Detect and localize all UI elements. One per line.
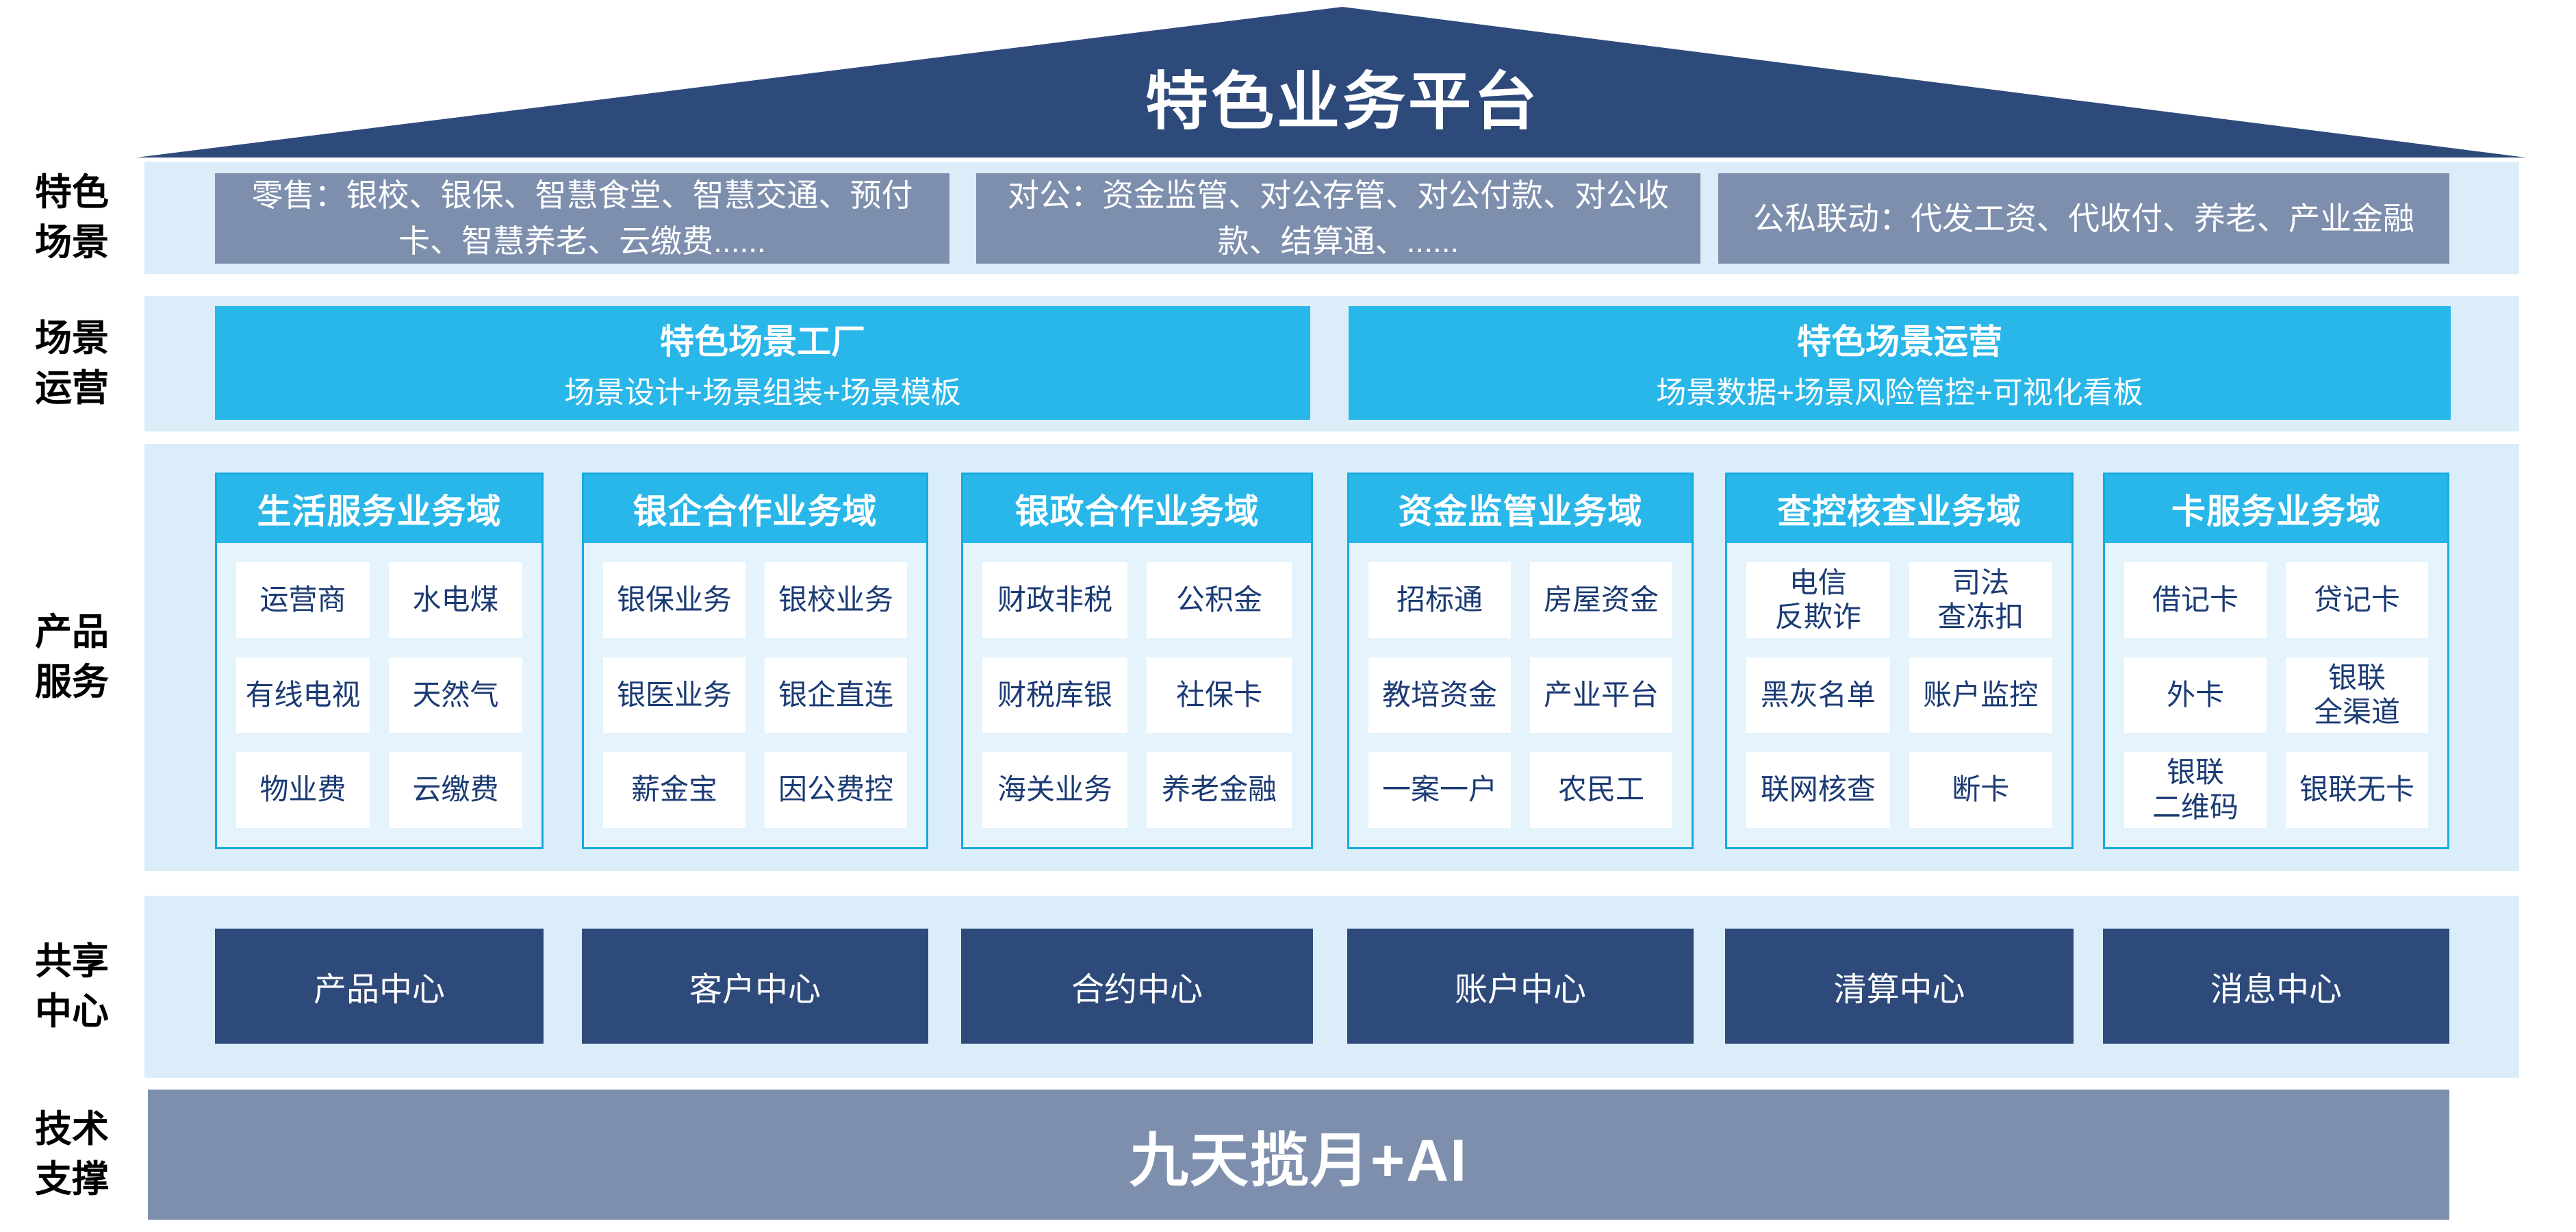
- row-label-products: 产品 服务: [35, 612, 109, 703]
- row-label-operation: 场景 运营: [35, 318, 109, 409]
- product-column-bank-government: 银政合作业务域 财政非税 公积金 财税库银 社保卡 海关业务 养老金融: [961, 473, 1313, 849]
- product-column-body: 运营商 水电煤 有线电视 天然气 物业费 云缴费: [217, 543, 541, 847]
- scene-factory-box: 特色场景工厂 场景设计+场景组装+场景模板: [215, 306, 1310, 420]
- product-item: 财政非税: [982, 562, 1127, 638]
- product-item: 海关业务: [982, 752, 1127, 828]
- product-item: 教培资金: [1368, 657, 1511, 733]
- row-label-scenes: 特色 场景: [35, 172, 109, 263]
- product-column-bank-enterprise: 银企合作业务域 银保业务 银校业务 银医业务 银企直连 薪金宝 因公费控: [582, 473, 928, 849]
- product-column-card-services: 卡服务业务域 借记卡 贷记卡 外卡 银联 全渠道 银联 二维码 银联无卡: [2103, 473, 2449, 849]
- scene-factory-subtitle: 场景设计+场景组装+场景模板: [564, 376, 961, 410]
- product-item: 银联 全渠道: [2286, 657, 2428, 733]
- scene-operation-subtitle: 场景数据+场景风险管控+可视化看板: [1656, 376, 2143, 410]
- product-item: 账户监控: [1909, 657, 2052, 733]
- product-item: 云缴费: [389, 752, 522, 828]
- product-item: 贷记卡: [2286, 562, 2428, 638]
- center-box-account: 账户中心: [1347, 929, 1694, 1044]
- product-item: 银保业务: [603, 562, 745, 638]
- scene-box-retail: 零售：银校、银保、智慧食堂、智慧交通、预付卡、智慧养老、云缴费......: [215, 173, 949, 264]
- product-column-body: 借记卡 贷记卡 外卡 银联 全渠道 银联 二维码 银联无卡: [2105, 543, 2447, 847]
- product-column-body: 银保业务 银校业务 银医业务 银企直连 薪金宝 因公费控: [584, 543, 926, 847]
- product-column-header: 卡服务业务域: [2105, 475, 2447, 543]
- product-item: 农民工: [1530, 752, 1672, 828]
- product-item: 天然气: [389, 657, 522, 733]
- product-column-header: 资金监管业务域: [1349, 475, 1692, 543]
- center-box-contract: 合约中心: [961, 929, 1313, 1044]
- row-label-tech: 技术 支撑: [35, 1109, 109, 1200]
- product-item: 银联 二维码: [2124, 752, 2267, 828]
- product-item: 运营商: [236, 562, 370, 638]
- product-item: 联网核查: [1746, 752, 1890, 828]
- platform-title: 特色业务平台: [1145, 66, 1540, 137]
- scene-operation-box: 特色场景运营 场景数据+场景风险管控+可视化看板: [1349, 306, 2451, 420]
- product-item: 司法 查冻扣: [1909, 562, 2052, 638]
- product-column-body: 电信 反欺诈 司法 查冻扣 黑灰名单 账户监控 联网核查 断卡: [1727, 543, 2071, 847]
- product-item: 黑灰名单: [1746, 657, 1890, 733]
- center-box-clearing: 清算中心: [1725, 929, 2074, 1044]
- product-item: 招标通: [1368, 562, 1511, 638]
- product-item: 银校业务: [765, 562, 907, 638]
- product-item: 社保卡: [1147, 657, 1292, 733]
- product-column-body: 招标通 房屋资金 教培资金 产业平台 一案一户 农民工: [1349, 543, 1692, 847]
- scene-box-linkage: 公私联动：代发工资、代收付、养老、产业金融: [1718, 173, 2449, 264]
- product-item: 银医业务: [603, 657, 745, 733]
- product-item: 银联无卡: [2286, 752, 2428, 828]
- center-box-product: 产品中心: [215, 929, 544, 1044]
- product-item: 水电煤: [389, 562, 522, 638]
- row-label-sharing: 共享 中心: [35, 941, 109, 1032]
- product-column-body: 财政非税 公积金 财税库银 社保卡 海关业务 养老金融: [963, 543, 1311, 847]
- product-item: 薪金宝: [603, 752, 745, 828]
- product-item: 财税库银: [982, 657, 1127, 733]
- scene-factory-title: 特色场景工厂: [660, 323, 865, 361]
- product-column-header: 银企合作业务域: [584, 475, 926, 543]
- product-item: 物业费: [236, 752, 370, 828]
- center-box-message: 消息中心: [2103, 929, 2449, 1044]
- product-item: 养老金融: [1147, 752, 1292, 828]
- product-item: 断卡: [1909, 752, 2052, 828]
- product-column-header: 生活服务业务域: [217, 475, 541, 543]
- scene-operation-title: 特色场景运营: [1797, 323, 2002, 361]
- product-column-inquiry-control: 查控核查业务域 电信 反欺诈 司法 查冻扣 黑灰名单 账户监控 联网核查 断卡: [1725, 473, 2074, 849]
- product-item: 银企直连: [765, 657, 907, 733]
- product-item: 产业平台: [1530, 657, 1672, 733]
- product-item: 电信 反欺诈: [1746, 562, 1890, 638]
- product-item: 房屋资金: [1530, 562, 1672, 638]
- product-column-life-services: 生活服务业务域 运营商 水电煤 有线电视 天然气 物业费 云缴费: [215, 473, 544, 849]
- product-item: 公积金: [1147, 562, 1292, 638]
- roof-shape: [136, 7, 2526, 158]
- tech-support-bar: 九天揽月+AI: [148, 1090, 2449, 1220]
- product-column-fund-supervision: 资金监管业务域 招标通 房屋资金 教培资金 产业平台 一案一户 农民工: [1347, 473, 1694, 849]
- product-item: 有线电视: [236, 657, 370, 733]
- scene-box-corporate: 对公：资金监管、对公存管、对公付款、对公收款、结算通、......: [976, 173, 1700, 264]
- product-item: 外卡: [2124, 657, 2267, 733]
- product-item: 一案一户: [1368, 752, 1511, 828]
- product-column-header: 查控核查业务域: [1727, 475, 2071, 543]
- product-item: 因公费控: [765, 752, 907, 828]
- product-column-header: 银政合作业务域: [963, 475, 1311, 543]
- center-box-customer: 客户中心: [582, 929, 928, 1044]
- product-item: 借记卡: [2124, 562, 2267, 638]
